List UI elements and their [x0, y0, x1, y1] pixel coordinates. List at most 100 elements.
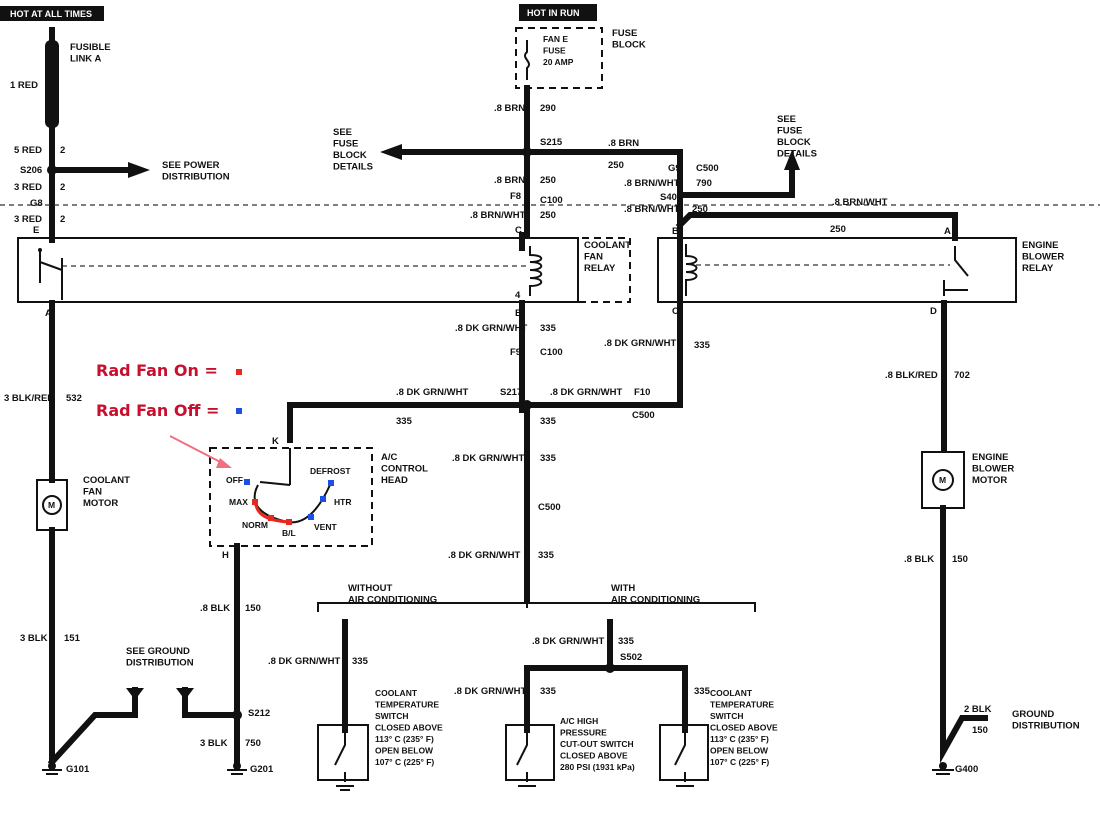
t-c: C — [515, 225, 522, 236]
blk-08b: .8 BLK — [200, 603, 230, 614]
red-3a: 3 RED — [14, 182, 42, 193]
legend-pointer-arrow — [216, 458, 232, 468]
wire-335-right: 335 — [694, 340, 711, 351]
see-power-arrow — [128, 162, 150, 178]
brnwht-b: .8 BRN/WHT — [624, 178, 680, 189]
norm: NORM — [242, 520, 268, 530]
splice-s212 — [232, 710, 242, 720]
blower-relay-b: B — [672, 226, 679, 237]
g9: G9 — [668, 163, 681, 174]
t-b: B — [515, 308, 522, 319]
max: MAX — [229, 497, 248, 507]
hot-in-run-label: HOT IN RUN — [527, 8, 580, 18]
dkgrn-7: .8 DK GRN/WHT — [268, 656, 341, 667]
s502: S502 — [620, 652, 642, 663]
c702: 702 — [954, 370, 970, 381]
dkgrn-3: .8 DK GRN/WHT — [550, 387, 623, 398]
dkgrn-4: .8 DK GRN/WHT — [604, 338, 677, 349]
g400: G400 — [955, 764, 978, 775]
c2c: 2 — [60, 214, 65, 225]
hot-in-run-tag — [519, 4, 597, 21]
vent: VENT — [314, 522, 337, 532]
legend-on-label: Rad Fan On = — [96, 361, 218, 380]
g101: G101 — [66, 764, 90, 775]
off: OFF — [226, 475, 243, 485]
f8: F8 — [510, 191, 521, 202]
c500a: C500 — [696, 163, 719, 174]
engine-blower-relay-box — [657, 237, 1017, 303]
g201: G201 — [250, 764, 274, 775]
c2a: 2 — [60, 145, 65, 156]
dkgrn-2: .8 DK GRN/WHT — [396, 387, 469, 398]
blk-2: 2 BLK — [964, 704, 992, 715]
h-term: H — [222, 550, 229, 561]
dkgrn-9: .8 DK GRN/WHT — [454, 686, 527, 697]
legend-off-swatch — [236, 408, 242, 414]
dkgrn-1: .8 DK GRN/WHT — [455, 323, 528, 334]
c790: 790 — [696, 178, 712, 189]
brn-08a: .8 BRN — [494, 103, 525, 114]
coolant-temp-switch-1 — [317, 724, 369, 781]
wire-335-low: 335 — [538, 550, 555, 561]
brnwht-d: .8 BRN/WHT — [832, 197, 888, 208]
s217: S217 — [500, 387, 522, 398]
c250e: 250 — [830, 224, 846, 235]
red-5: 5 RED — [14, 145, 42, 156]
defrost: DEFROST — [310, 466, 351, 476]
wire-335-head: 335 — [396, 416, 413, 427]
hot-at-all-times-tag — [0, 6, 104, 21]
wire-335-ac: 335 — [618, 636, 635, 647]
c500c: C500 — [538, 502, 561, 513]
t-4: 4 — [515, 290, 521, 301]
f9: F9 — [510, 347, 521, 358]
c2b: 2 — [60, 182, 65, 193]
f10: F10 — [634, 387, 650, 398]
s215: S215 — [540, 137, 563, 148]
brnwht-a: .8 BRN/WHT — [470, 210, 526, 221]
red-1: 1 RED — [10, 80, 38, 91]
see-fuse-arrow-right — [784, 150, 800, 170]
c250b: 250 — [540, 175, 556, 186]
wire-150-left: 150 — [245, 603, 261, 614]
wire-335-s217: 335 — [540, 416, 557, 427]
c250c: 250 — [540, 210, 556, 221]
svg-text:M: M — [939, 475, 946, 485]
fusible-link-a — [45, 40, 59, 128]
s206: S206 — [20, 165, 42, 176]
blower-relay-a: A — [944, 226, 951, 237]
wire-335-mid: 335 — [540, 453, 557, 464]
c335: 335 — [540, 323, 557, 334]
s212: S212 — [248, 708, 270, 719]
wire-150-right: 150 — [972, 725, 988, 736]
bl: B/L — [282, 528, 296, 538]
red-3b: 3 RED — [14, 214, 42, 225]
ground-distribution-arrow-left — [126, 688, 144, 700]
legend-off-label: Rad Fan Off = — [96, 401, 219, 420]
c151: 151 — [64, 633, 81, 644]
hot-at-all-times-label: HOT AT ALL TIMES — [10, 9, 92, 19]
ac-control-head-box — [209, 447, 373, 547]
c750: 750 — [245, 738, 261, 749]
dkgrn-5: .8 DK GRN/WHT — [452, 453, 525, 464]
blkred-3: 3 BLK/RED — [4, 393, 54, 404]
brn-08c: .8 BRN — [494, 175, 525, 186]
wire-335-ac3: 335 — [694, 686, 711, 697]
c290: 290 — [540, 103, 556, 114]
dkgrn-8: .8 DK GRN/WHT — [532, 636, 605, 647]
c250a: 250 — [608, 160, 624, 171]
c100a: C100 — [540, 195, 563, 206]
c150: 150 — [952, 554, 968, 565]
